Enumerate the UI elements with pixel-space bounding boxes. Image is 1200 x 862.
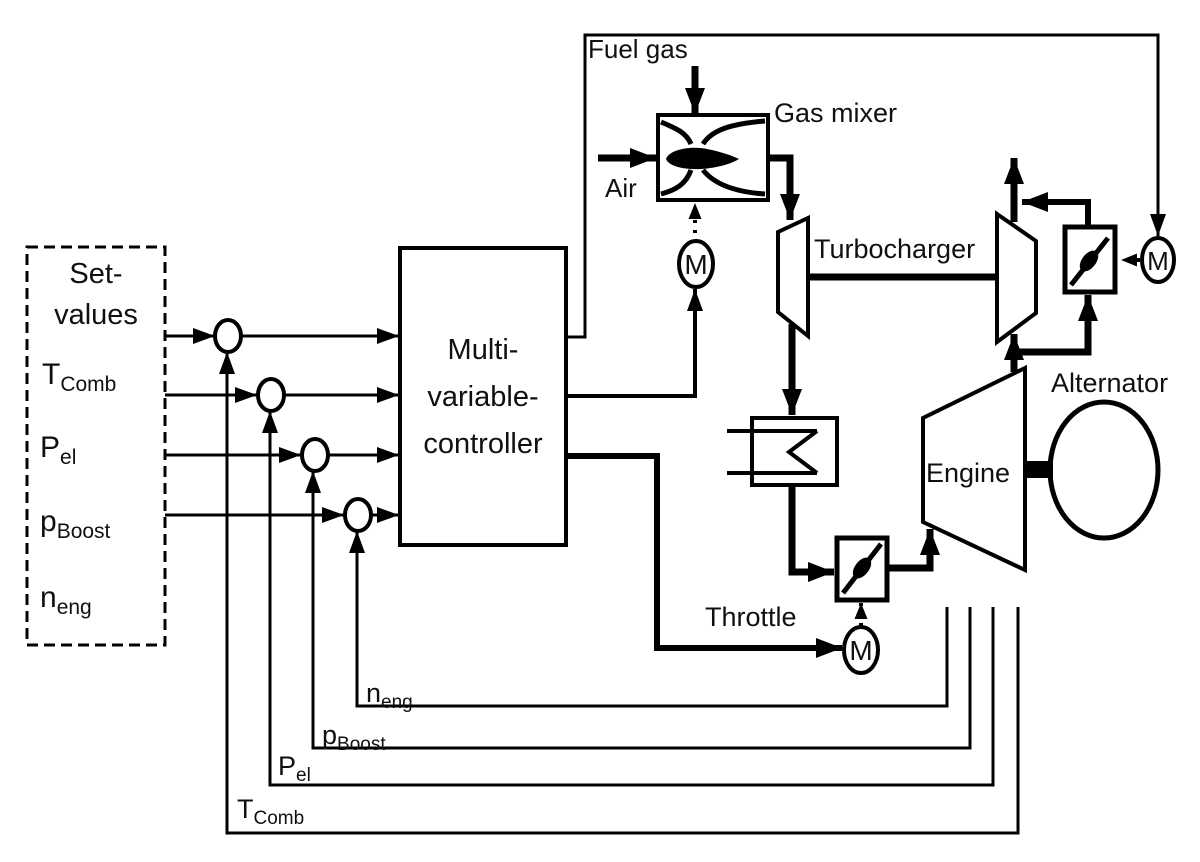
- exhaust-to-wastegate-arrow: [1014, 295, 1098, 356]
- turbocharger: [776, 210, 1038, 346]
- throttle-to-engine-arrow: [887, 529, 940, 572]
- compressor: [776, 214, 810, 341]
- gas-mixer: [598, 66, 800, 289]
- heat-exchanger: [727, 416, 839, 487]
- feedback-label-pel-main: P: [278, 751, 297, 781]
- setpoint-label-tcomb: TComb: [42, 359, 116, 396]
- setpoint-label-pel-sub: el: [60, 446, 77, 469]
- feedback-label-neng-main: n: [366, 678, 382, 708]
- feedback-line-tcomb: [219, 352, 1020, 835]
- fuel-gas-label: Fuel gas: [588, 34, 688, 64]
- error-arrows: [241, 328, 399, 523]
- controller-output-gasmixer: [566, 289, 703, 398]
- controller-label-line2: variable-: [427, 381, 539, 413]
- heat-exchanger-coil: [727, 429, 819, 475]
- summing-junction-2: [256, 377, 286, 413]
- controller-output-wastegate: [566, 33, 1166, 339]
- alternator-label: Alternator: [1051, 368, 1169, 398]
- venturi-curves: [660, 118, 766, 197]
- throttle-motor-label: M: [849, 635, 872, 666]
- feedback-line-pel: [262, 411, 995, 787]
- wastegate-valve: [1062, 224, 1118, 295]
- venturi-airfoil: [666, 147, 739, 170]
- wastegate-valve-disc: [1079, 250, 1099, 272]
- feedback-label-pboost-sub: Boost: [337, 734, 386, 755]
- setpoint-label-neng: neng: [40, 582, 92, 619]
- feedback-lines: [219, 352, 1020, 835]
- setpoint-arrows: [165, 328, 344, 523]
- wastegate-motor-circle: [1140, 236, 1176, 284]
- setpoint-label-pboost-sub: Boost: [56, 520, 111, 543]
- turbocharger-label: Turbocharger: [814, 234, 976, 264]
- feedback-label-pel: Pel: [278, 752, 311, 786]
- feedback-label-neng-sub: eng: [381, 692, 413, 713]
- motor-labels: M M M: [684, 246, 1169, 666]
- set-values-title-line1: Set-: [69, 258, 123, 290]
- setpoint-label-neng-sub: eng: [56, 596, 92, 619]
- feedback-label-neng: neng: [366, 679, 413, 713]
- alternator-circle: [1047, 399, 1161, 541]
- setpoint-label-pboost-main: p: [40, 505, 57, 538]
- throttle-valve-disc: [852, 557, 872, 579]
- engine-alternator-coupling: [1025, 461, 1053, 478]
- feedback-line-neng: [349, 531, 949, 708]
- controller-box: [398, 246, 568, 547]
- wastegate-motor-label: M: [1147, 246, 1169, 276]
- controller-label-line3: controller: [423, 428, 543, 460]
- setpoint-label-neng-main: n: [40, 581, 57, 614]
- gas-mixer-motor-label: M: [684, 249, 707, 280]
- summing-junction-4: [343, 497, 373, 533]
- engine: [921, 364, 1027, 574]
- set-values-box: [25, 245, 167, 647]
- engine-label: Engine: [926, 458, 1011, 488]
- feedback-label-tcomb-main: T: [237, 794, 254, 824]
- summing-junctions: [213, 318, 373, 533]
- feedback-label-pboost: pBoost: [322, 721, 386, 755]
- feedback-label-tcomb: TComb: [237, 795, 304, 829]
- controller-label-line1: Multi-: [447, 334, 519, 366]
- wastegate-return-arrow: [1022, 192, 1091, 227]
- turbine: [995, 210, 1038, 346]
- feedback-line-pboost: [305, 471, 972, 750]
- cooler-to-throttle-arrow: [788, 485, 834, 582]
- feedback-label-tcomb-sub: Comb: [253, 808, 305, 829]
- air-label: Air: [605, 173, 637, 203]
- summing-junction-1: [213, 318, 243, 354]
- controller-output-throttle: [566, 453, 842, 658]
- setpoint-label-tcomb-main: T: [42, 358, 61, 391]
- feedback-label-pboost-main: p: [322, 720, 338, 750]
- set-values-title-line2: values: [54, 299, 138, 331]
- controller-label: Multi- variable- controller: [400, 327, 566, 468]
- gas-mixer-label: Gas mixer: [774, 98, 898, 128]
- setpoint-label-pel-main: P: [40, 431, 61, 464]
- setpoint-label-pel: Pel: [40, 432, 76, 469]
- feedback-label-pel-sub: el: [296, 765, 311, 786]
- throttle-valve: [834, 535, 890, 603]
- summing-junction-3: [300, 437, 330, 473]
- throttle-motor-circle: [842, 625, 880, 675]
- throttle-label: Throttle: [705, 602, 797, 632]
- mixer-to-compressor-arrow: [768, 154, 800, 220]
- setpoint-label-tcomb-sub: Comb: [60, 373, 117, 396]
- setpoint-label-pboost: pBoost: [40, 506, 110, 543]
